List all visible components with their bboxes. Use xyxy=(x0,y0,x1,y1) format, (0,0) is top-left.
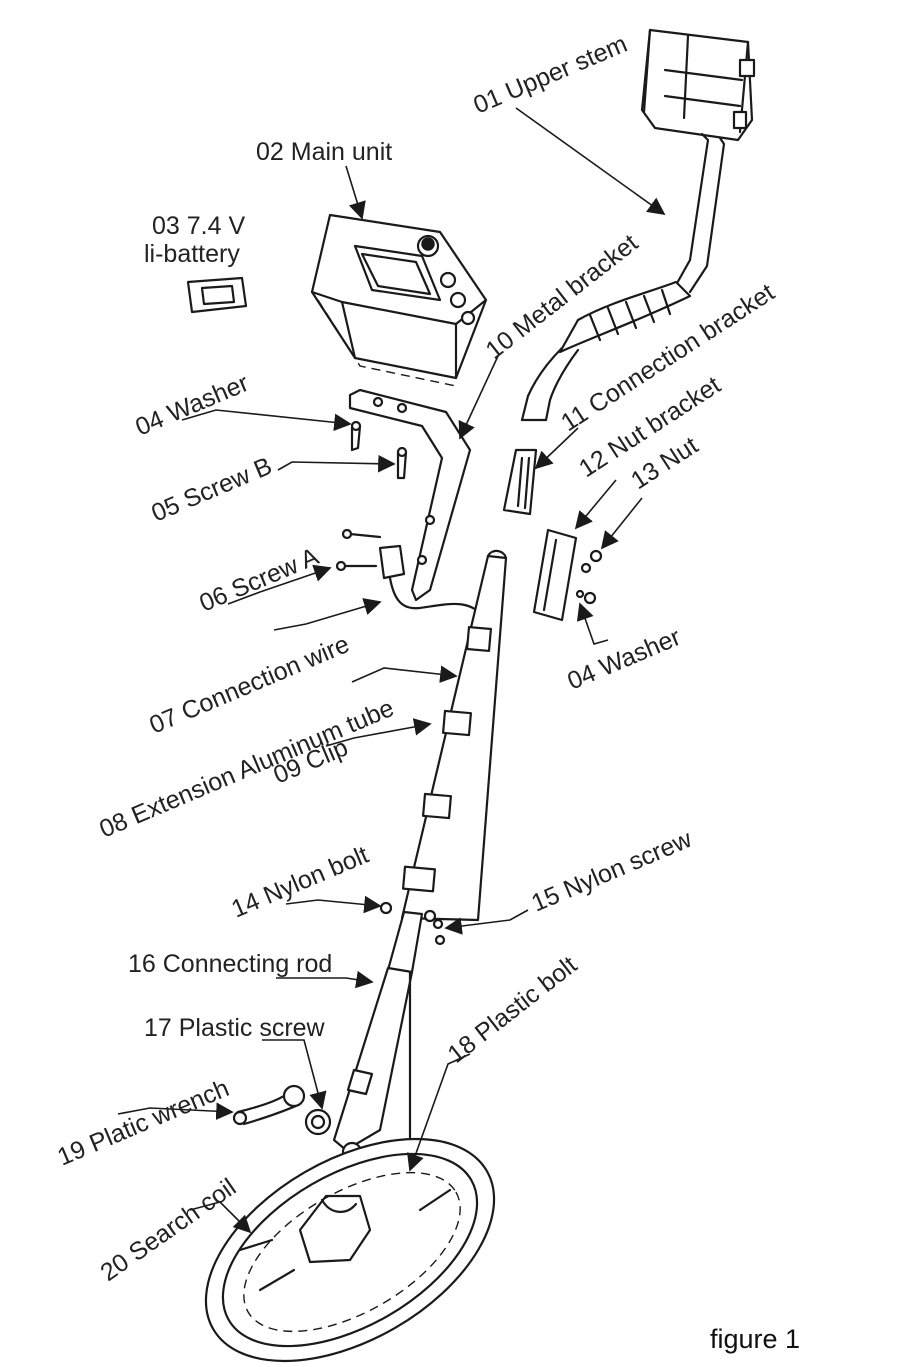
connection-wire-part xyxy=(378,544,486,620)
leader-12 xyxy=(574,479,617,530)
leader-10 xyxy=(458,355,499,440)
leader-08 xyxy=(351,665,458,683)
screw-a-part xyxy=(335,528,382,572)
figure-caption: figure 1 xyxy=(710,1324,800,1354)
label-nylon-bolt: 14 Nylon bolt xyxy=(227,841,372,924)
leader-01 xyxy=(515,107,666,216)
label-battery-voltage: 03 7.4 V xyxy=(152,212,245,240)
label-washer-upper: 04 Washer xyxy=(131,369,252,442)
metal-bracket-part xyxy=(348,388,472,602)
label-screw-a: 06 Screw A xyxy=(195,542,323,617)
label-main-unit: 02 Main unit xyxy=(256,138,392,166)
label-plastic-screw: 17 Plastic screw xyxy=(144,1014,326,1042)
plastic-wrench-part xyxy=(232,1084,306,1126)
label-plastic-bolt: 18 Plastic bolt xyxy=(442,951,582,1069)
leader-06 xyxy=(227,564,332,605)
connection-bracket-part xyxy=(502,448,538,516)
leader-19 xyxy=(117,1102,234,1121)
nylon-bolts-part xyxy=(379,901,446,946)
label-battery-type: li-battery xyxy=(144,240,240,268)
upper-stem-part xyxy=(520,28,756,422)
label-nylon-screw: 15 Nylon screw xyxy=(527,825,696,918)
leader-14 xyxy=(285,895,382,914)
label-upper-stem: 01 Upper stem xyxy=(469,30,631,120)
leader-04a xyxy=(181,409,352,432)
screw-b-part xyxy=(350,420,408,480)
leader-04b xyxy=(576,602,609,645)
leader-05 xyxy=(277,454,396,473)
label-screw-b: 05 Screw B xyxy=(147,452,276,528)
label-connecting-rod: 16 Connecting rod xyxy=(128,950,332,978)
leader-11 xyxy=(534,427,579,470)
leader-17 xyxy=(262,1039,327,1110)
leader-18 xyxy=(407,1053,471,1172)
leader-13 xyxy=(600,497,643,550)
leader-02 xyxy=(345,165,366,220)
plastic-screw-part xyxy=(304,1108,332,1136)
leader-20 xyxy=(189,1201,252,1234)
nut-bracket-part xyxy=(532,528,603,622)
leader-16 xyxy=(276,970,374,989)
label-extension-tube: 08 Extension Aluminum tube xyxy=(95,694,398,844)
label-plastic-wrench: 19 Platic wrench xyxy=(53,1074,233,1171)
leader-07 xyxy=(273,598,382,631)
label-washer-lower: 04 Washer xyxy=(563,623,684,696)
label-metal-bracket: 10 Metal bracket xyxy=(480,229,643,365)
battery-part xyxy=(186,276,248,314)
search-coil-part xyxy=(204,1137,496,1363)
leader-15 xyxy=(444,909,529,935)
main-unit-part xyxy=(310,213,488,387)
extension-tube-part xyxy=(400,549,508,922)
leader-lines xyxy=(117,107,666,1234)
connecting-rod-part xyxy=(332,910,424,1232)
leader-09 xyxy=(325,718,432,747)
